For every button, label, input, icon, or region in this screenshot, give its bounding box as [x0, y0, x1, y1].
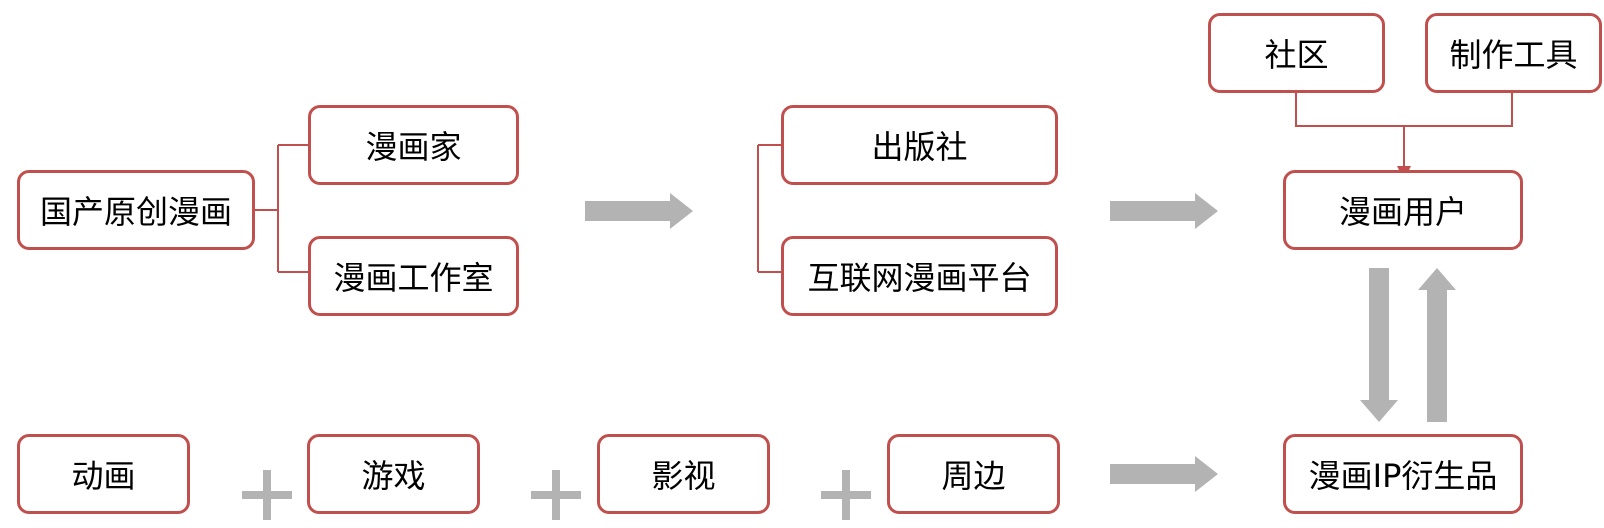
node-artist: 漫画家 — [308, 105, 519, 185]
node-games: 游戏 — [307, 434, 480, 514]
node-community: 社区 — [1208, 13, 1385, 93]
node-publisher: 出版社 — [781, 105, 1058, 185]
plus-icon — [242, 470, 292, 520]
connector-publisher-branch — [757, 144, 782, 273]
arrow-right-merch-to-derivatives — [1110, 456, 1218, 492]
node-studio: 漫画工作室 — [308, 236, 519, 316]
arrow-right-channels-to-users — [1110, 193, 1218, 229]
node-film-tv: 影视 — [597, 434, 770, 514]
connector-community-tools — [1295, 92, 1513, 170]
node-tools: 制作工具 — [1425, 13, 1602, 93]
plus-icon — [531, 470, 581, 520]
connector-origin-branch — [252, 144, 310, 273]
node-animation: 动画 — [17, 434, 190, 514]
arrow-right-creators-to-channels — [585, 193, 693, 229]
node-users: 漫画用户 — [1283, 170, 1523, 250]
node-origin: 国产原创漫画 — [17, 170, 255, 250]
arrow-up-derivatives-to-users — [1418, 268, 1456, 422]
node-derivatives: 漫画IP衍生品 — [1283, 434, 1523, 514]
arrow-down-users-to-derivatives — [1360, 268, 1398, 422]
node-platform: 互联网漫画平台 — [781, 236, 1058, 316]
node-merch: 周边 — [887, 434, 1060, 514]
plus-icon — [821, 470, 871, 520]
